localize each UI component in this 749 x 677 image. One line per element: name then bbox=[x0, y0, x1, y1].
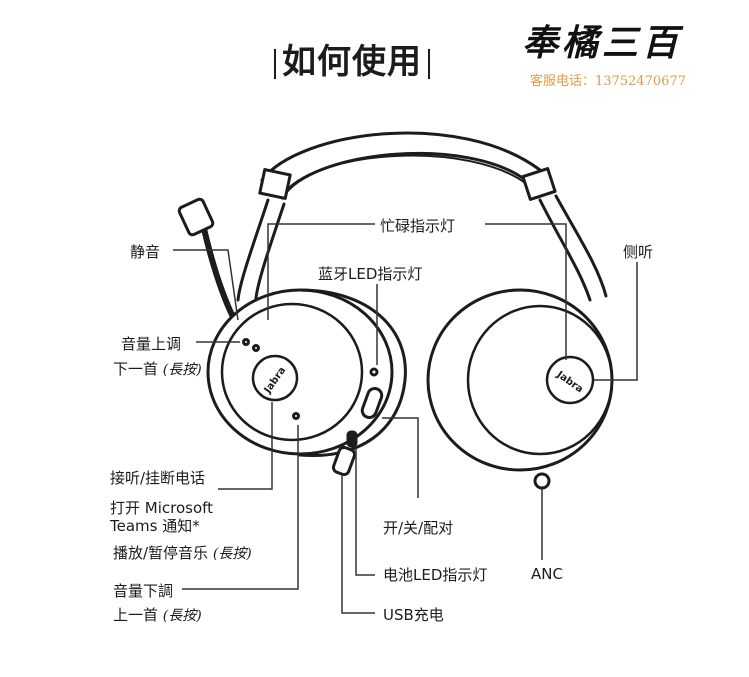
label-answer-call: 接听/挂断电话 bbox=[110, 469, 206, 487]
label-anc: ANC bbox=[531, 565, 563, 583]
left-earcup-outer bbox=[206, 288, 394, 456]
label-next-track: 下一首 (長按) bbox=[113, 360, 202, 378]
anc-button bbox=[533, 472, 551, 490]
right-earcup-outer bbox=[426, 288, 614, 472]
usb-port bbox=[331, 445, 357, 477]
on-off-switch bbox=[360, 386, 384, 420]
service-phone: 客服电话：13752470677 bbox=[530, 74, 686, 89]
label-prev-track: 上一首 (長按) bbox=[113, 606, 202, 624]
label-teams-line1: 打开 Microsoft bbox=[110, 499, 214, 517]
label-play-pause: 播放/暂停音乐 (長按) bbox=[113, 544, 252, 562]
label-battery-led: 电池LED指示灯 bbox=[383, 566, 488, 584]
label-busylight: 忙碌指示灯 bbox=[380, 217, 456, 235]
right-slider bbox=[521, 167, 557, 201]
left-earcup-inner bbox=[220, 302, 364, 442]
label-sidetone: 侧听 bbox=[623, 243, 654, 261]
label-on-off-pair: 开/关/配对 bbox=[383, 519, 454, 537]
page-title: 如何使用 bbox=[268, 34, 436, 83]
label-mute: 静音 bbox=[130, 243, 161, 261]
headband bbox=[260, 131, 542, 200]
label-volume-up: 音量上调 bbox=[121, 335, 182, 353]
label-volume-down: 音量下調 bbox=[113, 582, 174, 600]
left-slider bbox=[258, 168, 292, 200]
label-usb-charge: USB充电 bbox=[383, 606, 444, 624]
label-teams-line2: Teams 通知* bbox=[110, 517, 200, 535]
left-logo-plate bbox=[251, 354, 299, 402]
label-bt-led: 蓝牙LED指示灯 bbox=[318, 265, 423, 283]
brand-logo: 奉橘三百 bbox=[522, 22, 683, 64]
right-logo-plate bbox=[545, 355, 595, 405]
